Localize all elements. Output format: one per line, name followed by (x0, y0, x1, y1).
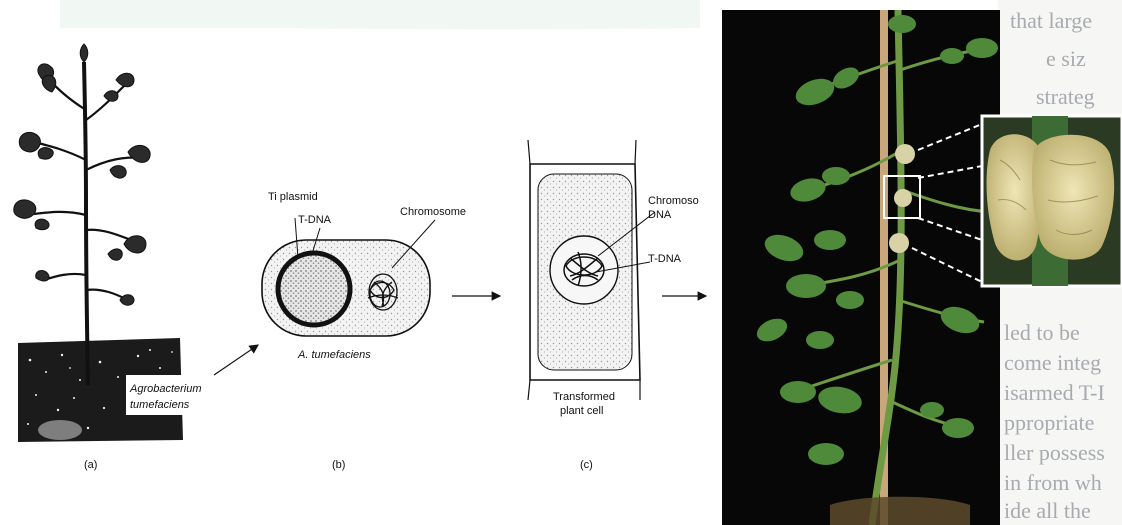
plant-pot-rim (830, 497, 970, 525)
label-chromosome-c-line2: DNA (648, 209, 672, 221)
panel-b: Ti plasmid T-DNA Chromosome A. tumefacie… (262, 191, 500, 471)
plant-branches (34, 78, 144, 300)
gall-inset (982, 116, 1122, 286)
panel-a: Agrobacterium tumefaciens (14, 44, 258, 471)
arrow-a-to-b (214, 345, 258, 375)
svg-text:come integ: come integ (1004, 350, 1101, 375)
plant-stem (84, 62, 88, 385)
svg-text:that large: that large (1010, 8, 1092, 33)
ti-plasmid-ring (278, 253, 350, 325)
label-tdna-b: T-DNA (298, 214, 332, 226)
svg-text:ller possess: ller possess (1004, 440, 1105, 465)
svg-text:isarmed T-I: isarmed T-I (1004, 380, 1105, 405)
top-decor-band (60, 0, 700, 30)
label-chromosome-c-line1: Chromoso (648, 195, 699, 207)
species-label: A. tumefaciens (297, 349, 371, 361)
caption-c: (c) (580, 459, 593, 471)
photo-background (722, 10, 1000, 525)
bacterium-label-line2: tumefaciens (130, 399, 190, 411)
label-ti-plasmid: Ti plasmid (268, 191, 318, 203)
cell-label-line1: Transformed (553, 391, 615, 403)
caption-a: (a) (84, 459, 97, 471)
cell-wall-ext-left-top (528, 140, 530, 164)
inset-gall-right (1032, 135, 1114, 260)
soil-highlight (38, 420, 82, 440)
svg-text:ppropriate: ppropriate (1004, 410, 1094, 435)
cell-wall-ext-right-top (635, 140, 636, 164)
crown-gall-photo: that large e siz strateg led to be come … (722, 0, 1122, 525)
svg-text:in from wh: in from wh (1004, 470, 1102, 495)
bacterium-label-line1: Agrobacterium (129, 383, 202, 395)
cell-wall-ext-left-bot (528, 380, 530, 400)
svg-text:e siz: e siz (1046, 46, 1086, 71)
caption-b: (b) (332, 459, 345, 471)
svg-text:strateg: strateg (1036, 84, 1095, 109)
svg-text:led to be: led to be (1004, 320, 1080, 345)
label-chromosome-b: Chromosome (400, 206, 466, 218)
label-tdna-c: T-DNA (648, 253, 682, 265)
svg-text:ide all the: ide all the (1004, 498, 1091, 523)
plant-leaves (14, 44, 150, 305)
panel-c: Chromoso DNA T-DNA Transformed plant cel… (528, 140, 706, 471)
cell-label-line2: plant cell (560, 405, 603, 417)
